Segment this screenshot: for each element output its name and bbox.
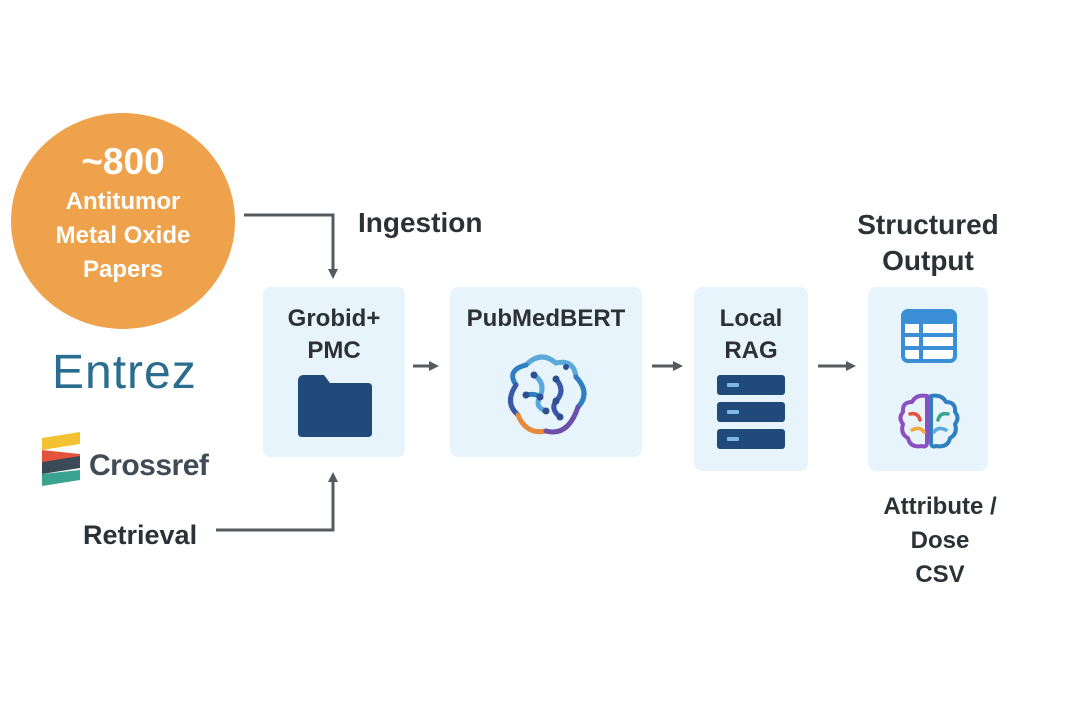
pubmedbert-title: PubMedBERT [466, 305, 626, 332]
grobid-pmc-title: Grobid+ PMC [263, 303, 405, 367]
grobid-pmc-title-line-2: PMC [307, 337, 361, 364]
folder-icon [298, 375, 372, 437]
arrow-retrieval-to-ingestion [216, 472, 338, 532]
paper-description-line-3: Papers [82, 256, 164, 283]
table-icon [901, 309, 957, 363]
paper-description-line-1: Antitumor [65, 188, 181, 215]
crossref-logo-icon [42, 432, 80, 486]
local-rag-title-line-1: Local [719, 305, 783, 332]
local-rag-box: Local RAG [694, 287, 808, 471]
output-format-line-1: Attribute / [883, 493, 997, 520]
source-papers-circle: ~800 Antitumor Metal Oxide Papers [11, 113, 235, 329]
paper-count: ~800 [81, 141, 165, 182]
crossref-logo-text: Crossref [89, 449, 209, 482]
brain-icon [898, 393, 960, 449]
paper-description-line-2: Metal Oxide [55, 222, 191, 249]
paper-description: Antitumor Metal Oxide Papers [11, 185, 235, 287]
arrow-source-to-ingestion [244, 213, 338, 279]
grobid-pmc-box: Grobid+ PMC [263, 287, 405, 457]
output-format-line-2: Dose [910, 527, 970, 554]
grobid-pmc-title-line-1: Grobid+ [287, 305, 381, 332]
structured-output-label: Structured Output [838, 207, 1018, 279]
neural-network-icon [508, 354, 587, 435]
structured-output-box [868, 287, 988, 471]
output-format-line-3: CSV [915, 561, 965, 588]
structured-output-line-2: Output [882, 245, 974, 276]
structured-output-line-1: Structured [857, 209, 999, 240]
local-rag-title: Local RAG [694, 303, 808, 367]
pubmedbert-box: PubMedBERT [450, 287, 642, 457]
local-rag-title-line-2: RAG [724, 337, 778, 364]
ingestion-label: Ingestion [358, 207, 483, 238]
output-format-label: Attribute / Dose CSV [855, 490, 1025, 592]
entrez-logo: Entrez [52, 346, 197, 399]
retrieval-label: Retrieval [83, 520, 198, 550]
server-icon [717, 375, 785, 449]
